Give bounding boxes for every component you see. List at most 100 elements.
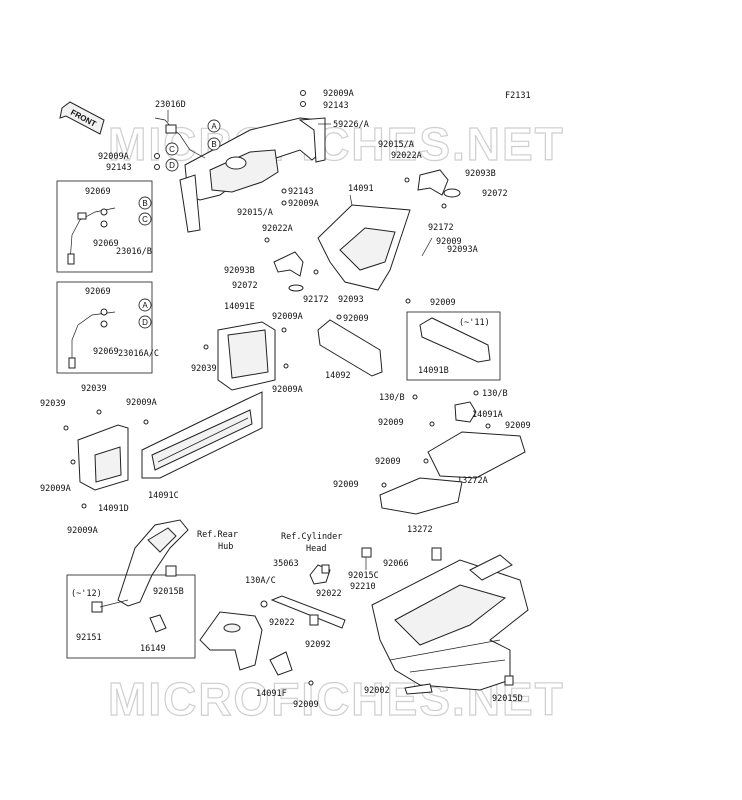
cable-23016d-part [154,117,206,159]
label-14091d: 14091D [98,504,129,514]
label-ref-rear-hub-2: Hub [218,542,233,552]
label-92069-4: 92069 [93,347,119,357]
guard-14092-part [317,319,383,377]
label-92009-g: 92009 [293,700,319,710]
label-12-box: (~'12) [71,589,102,599]
label-ref-cylinder-1: Ref.Cylinder [281,532,342,542]
label-92069-1: 92069 [85,187,111,197]
label-92072-right: 92072 [482,189,508,199]
label-92009-r1: 92009 [436,237,462,247]
label-ref-cylinder-2: Head [306,544,326,554]
label-92015d: 92015D [492,694,523,704]
callout-c-box [138,212,152,226]
label-92009-f2: 92009 [505,421,531,431]
label-92009-f1: 92009 [378,418,404,428]
label-92009-f4: 92009 [333,480,359,490]
label-92069-2: 92069 [93,239,119,249]
label-14092: 14092 [325,371,351,381]
label-92009-r2: 92009 [430,298,456,308]
front-arrow-icon: FRONT [59,101,105,135]
label-92009-f3: 92009 [375,457,401,467]
label-23016ac: 23016A/C [118,349,159,359]
floor-13272a-part [427,431,526,479]
label-92172-left: 92172 [303,295,329,305]
label-92022a-right: 92022A [391,151,422,161]
callout-d-box [138,315,152,329]
label-92009a-center: 92009A [288,199,319,209]
label-92092: 92092 [305,640,331,650]
svg-text:B: B [211,140,216,149]
label-13272: 13272 [407,525,433,535]
label-14091a: 14091A [472,410,503,420]
label-13272a: 13272A [457,476,488,486]
label-92210: 92210 [350,582,376,592]
label-14091f: 14091F [256,689,287,699]
label-14091b: 14091B [418,366,449,376]
svg-text:C: C [142,215,148,224]
svg-text:D: D [169,161,175,170]
label-92039-1: 92039 [81,384,107,394]
svg-text:D: D [142,318,148,327]
label-130ac: 130A/C [245,576,276,586]
label-92069-3: 92069 [85,287,111,297]
detail-box-14091b [406,311,501,381]
label-92015c: 92015C [348,571,379,581]
svg-text:A: A [142,301,148,310]
label-92009a-d3: 92009A [67,526,98,536]
label-16149: 16149 [140,644,166,654]
label-92093: 92093 [338,295,364,305]
label-92022a-left: 92022A [262,224,293,234]
label-92009a-e1: 92009A [272,312,303,322]
label-92143-left1: 92143 [106,163,132,173]
label-92022-2: 92022 [269,618,295,628]
rod-part [270,595,346,629]
detail-box-23016ac [56,281,153,374]
label-92039-2: 92039 [40,399,66,409]
label-23016b: 23016/B [116,247,152,257]
label-ref-rear-hub-1: Ref.Rear [197,530,238,540]
label-92072-left: 92072 [232,281,258,291]
label-92022-1: 92022 [316,589,342,599]
label-35063: 35063 [273,559,299,569]
floor-13272-part [379,477,463,515]
svg-text:A: A [211,122,217,131]
callout-c-top [165,142,179,156]
figure-code: F2131 [505,91,531,101]
callout-d-top [165,158,179,172]
label-92015a-right: 92015/A [378,140,414,150]
svg-text:B: B [142,199,147,208]
label-92093b-right: 92093B [465,169,496,179]
bracket-14091f-part [199,611,263,671]
label-130b-2: 130/B [482,389,508,399]
label-92093b-left: 92093B [224,266,255,276]
label-92039-e: 92039 [191,364,217,374]
detail-box-12 [66,574,196,659]
label-92066: 92066 [383,559,409,569]
label-92009-m: 92009 [343,314,369,324]
label-59226a: 59226/A [333,120,369,130]
rear-bracket-part [179,117,326,233]
label-92015a-left: 92015/A [237,208,273,218]
callout-b-box [138,196,152,210]
label-23016d: 23016D [155,100,186,110]
bracket-92093b-left [273,251,304,277]
label-92002: 92002 [364,686,390,696]
guard-14091b-part [419,317,491,363]
label-92009a-d2: 92009A [40,484,71,494]
label-14091c: 14091C [148,491,179,501]
bracket-14091a-part [454,401,477,423]
label-92143-center: 92143 [288,187,314,197]
label-92151: 92151 [76,633,102,643]
label-92015b: 92015B [153,587,184,597]
label-92172-right: 92172 [428,223,454,233]
label-92009a-e2: 92009A [272,385,303,395]
label-11-box: (~'11) [459,318,490,328]
label-14091e: 14091E [224,302,255,312]
label-92009a-left1: 92009A [98,152,129,162]
detail-box-23016b [56,180,153,273]
svg-text:C: C [169,145,175,154]
callout-b-top [207,137,221,151]
bracket-92093b-right [417,169,449,196]
label-92009a-d1: 92009A [126,398,157,408]
